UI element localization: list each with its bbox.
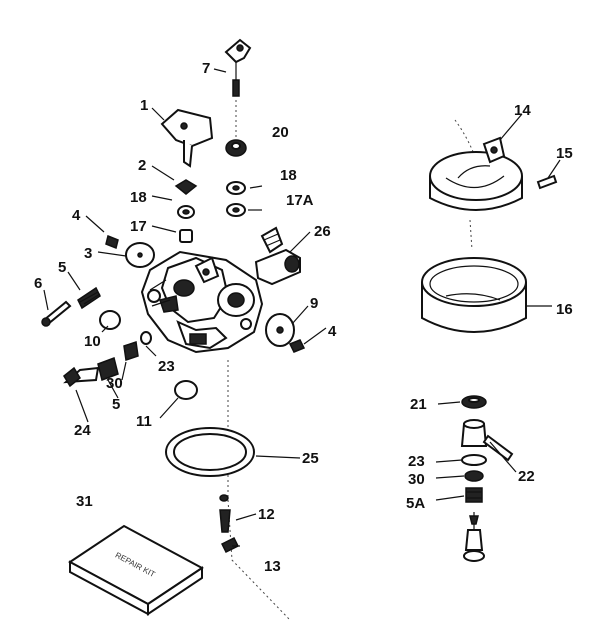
callout-30-left: 30: [106, 375, 123, 392]
part-23-30-ring-spring: [461, 454, 487, 482]
part-4-screw-left: [105, 234, 119, 250]
callout-5A: 5A: [406, 495, 425, 512]
part-18-17A-washers: [226, 181, 246, 217]
part-26-fitting: [254, 226, 301, 286]
callout-16: 16: [556, 301, 573, 318]
part-16-float-bowl: [421, 257, 527, 333]
callout-31: 31: [76, 493, 93, 510]
part-15-pin: [536, 174, 558, 190]
part-12-13-pins: [219, 494, 240, 554]
callout-18-right: 18: [280, 167, 297, 184]
callout-23-right: 23: [408, 453, 425, 470]
part-11-gasket: [174, 380, 198, 400]
carburetor-body: [140, 250, 264, 354]
part-4-screw-right: [288, 339, 306, 353]
part-22-nut: [460, 419, 514, 462]
callout-21: 21: [410, 396, 427, 413]
callout-17A: 17A: [286, 192, 314, 209]
part-7-throttle-shaft: [224, 38, 252, 140]
callout-26: 26: [314, 223, 331, 240]
callout-4-right: 4: [328, 323, 337, 340]
callout-30-right: 30: [408, 471, 425, 488]
part-5-spring-upper: [77, 286, 101, 310]
callout-9: 9: [310, 295, 318, 312]
callout-17: 17: [130, 218, 147, 235]
part-30-spring: [123, 331, 152, 361]
part-2-18-17-stack: [174, 179, 198, 243]
part-1-choke-bracket: [160, 108, 214, 168]
callout-20: 20: [272, 124, 289, 141]
part-5A-spring: [465, 487, 483, 503]
part-3-plate: [125, 242, 155, 268]
part-25-bowl-gasket: [165, 427, 255, 477]
callout-5-lower: 5: [112, 396, 120, 413]
part-21-washer: [461, 395, 487, 409]
callout-4-left: 4: [72, 207, 81, 224]
callout-13: 13: [264, 558, 281, 575]
part-14-cover: [429, 136, 523, 211]
callout-7: 7: [202, 60, 210, 77]
leader-lines: [43, 68, 561, 547]
callout-3: 3: [84, 245, 92, 262]
callout-24: 24: [74, 422, 91, 439]
callout-25: 25: [302, 450, 319, 467]
callout-10: 10: [84, 333, 101, 350]
callout-1: 1: [140, 97, 148, 114]
part-24-needle-5-spring: [63, 357, 119, 388]
callout-labels: 7 1 20 2 18 18 17A 4 17 26 3 5 6 9 4 10 …: [34, 60, 573, 575]
part-9-plate: [265, 313, 295, 347]
callout-14: 14: [514, 102, 531, 119]
callout-6: 6: [34, 275, 42, 292]
part-31-repair-kit-box: REPAIR KIT: [68, 524, 204, 616]
callout-12: 12: [258, 506, 275, 523]
callout-15: 15: [556, 145, 573, 162]
callout-2: 2: [138, 157, 146, 174]
callout-23-left: 23: [158, 358, 175, 375]
callout-18-left: 18: [130, 189, 147, 206]
needle-screw-right: [463, 512, 485, 562]
callout-22: 22: [518, 468, 535, 485]
part-6-screw: [41, 300, 72, 327]
part-20-seal: [225, 139, 247, 157]
callout-11: 11: [136, 413, 152, 430]
part-10-disc: [99, 310, 121, 330]
callout-5-upper: 5: [58, 259, 66, 276]
